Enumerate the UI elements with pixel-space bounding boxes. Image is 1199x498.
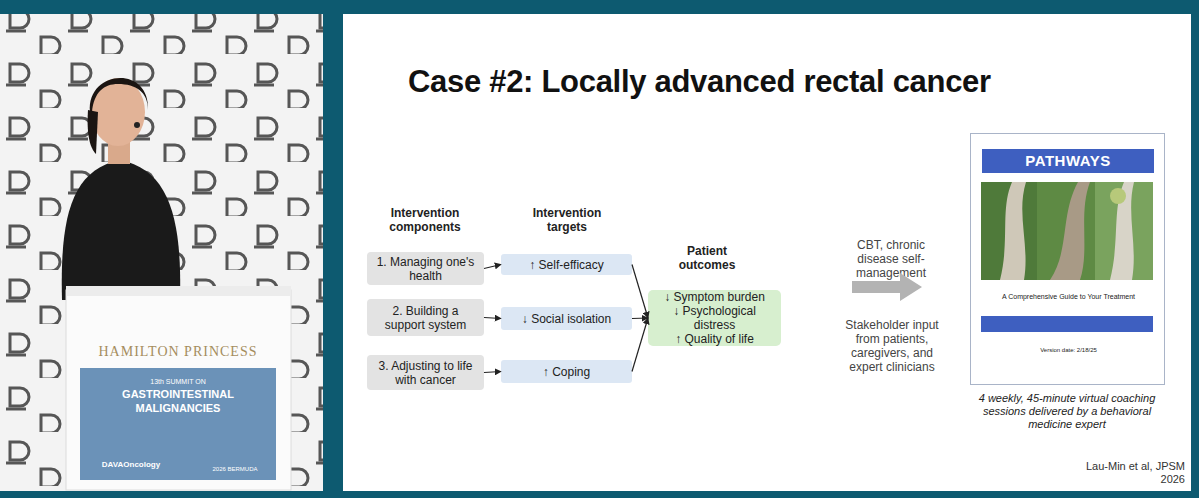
podium [66, 286, 291, 490]
outcome-box: ↓ Symptom burden↓ Psychological distress… [648, 290, 781, 346]
flow-arrow [632, 265, 648, 319]
node-text: A Comprehensive Guide to Your Treatment [979, 292, 1158, 301]
component-box: 3. Adjusting to life with cancer [367, 355, 484, 390]
node-text: ↑ Coping [543, 365, 590, 379]
target-box: ↓ Social isolation [501, 307, 632, 330]
big-arrow [852, 273, 922, 301]
method-note: Stakeholder input from patients, caregiv… [834, 318, 950, 374]
podium-text: MALIGNANCIES [80, 402, 276, 415]
node-text: Version date: 2/18/25 [979, 346, 1158, 354]
node-text: PATHWAYS [1025, 154, 1110, 168]
flow-arrow [484, 265, 501, 269]
podium-text: DAVAOncology [86, 460, 176, 470]
node-text: ↑ Self-efficacy [529, 258, 603, 272]
podium-text: 13th SUMMIT ON [80, 378, 276, 386]
flow-arrow [484, 318, 501, 319]
component-box: 1. Managing one's health [367, 252, 484, 285]
node-text: 3. Adjusting to life with cancer [375, 359, 476, 387]
slide-title: Case #2: Locally advanced rectal cancer [408, 64, 991, 100]
garden-photo [981, 182, 1153, 280]
flow-arrow [632, 318, 648, 372]
reference: Lau-Min et al, JPSM 2026 [1060, 460, 1185, 486]
node-text: ↓ Social isolation [522, 312, 611, 326]
node-text: 1. Managing one's health [375, 255, 476, 283]
node-text: ↑ Quality of life [675, 332, 754, 346]
target-box: ↑ Self-efficacy [501, 254, 632, 275]
podium-text: GASTROINTESTINAL [80, 388, 276, 401]
node-text: 2. Building a support system [375, 304, 476, 332]
slide-panel [343, 14, 1191, 491]
booklet-header: PATHWAYS [982, 149, 1154, 173]
presenter [62, 78, 180, 300]
method-note: CBT, chronic disease self-management [842, 238, 940, 280]
node-text: ↓ Psychological distress [654, 304, 775, 332]
blue-bar [981, 316, 1153, 332]
column-header: Intervention targets [517, 206, 617, 234]
component-box: 2. Building a support system [367, 299, 484, 336]
logo-wall [0, 14, 323, 491]
podium-text: HAMILTON PRINCESS [80, 343, 276, 360]
podium-text: 2026 BERMUDA [200, 466, 270, 473]
column-header: Patient outcomes [667, 244, 747, 272]
column-header: Intervention components [375, 206, 475, 234]
node-text: ↓ Symptom burden [664, 290, 765, 304]
flow-arrow [632, 317, 648, 319]
target-box: ↑ Coping [501, 360, 632, 383]
video-panel [0, 14, 323, 491]
booklet-caption: 4 weekly, 45-minute virtual coaching ses… [962, 392, 1172, 431]
flow-arrow [484, 372, 501, 373]
